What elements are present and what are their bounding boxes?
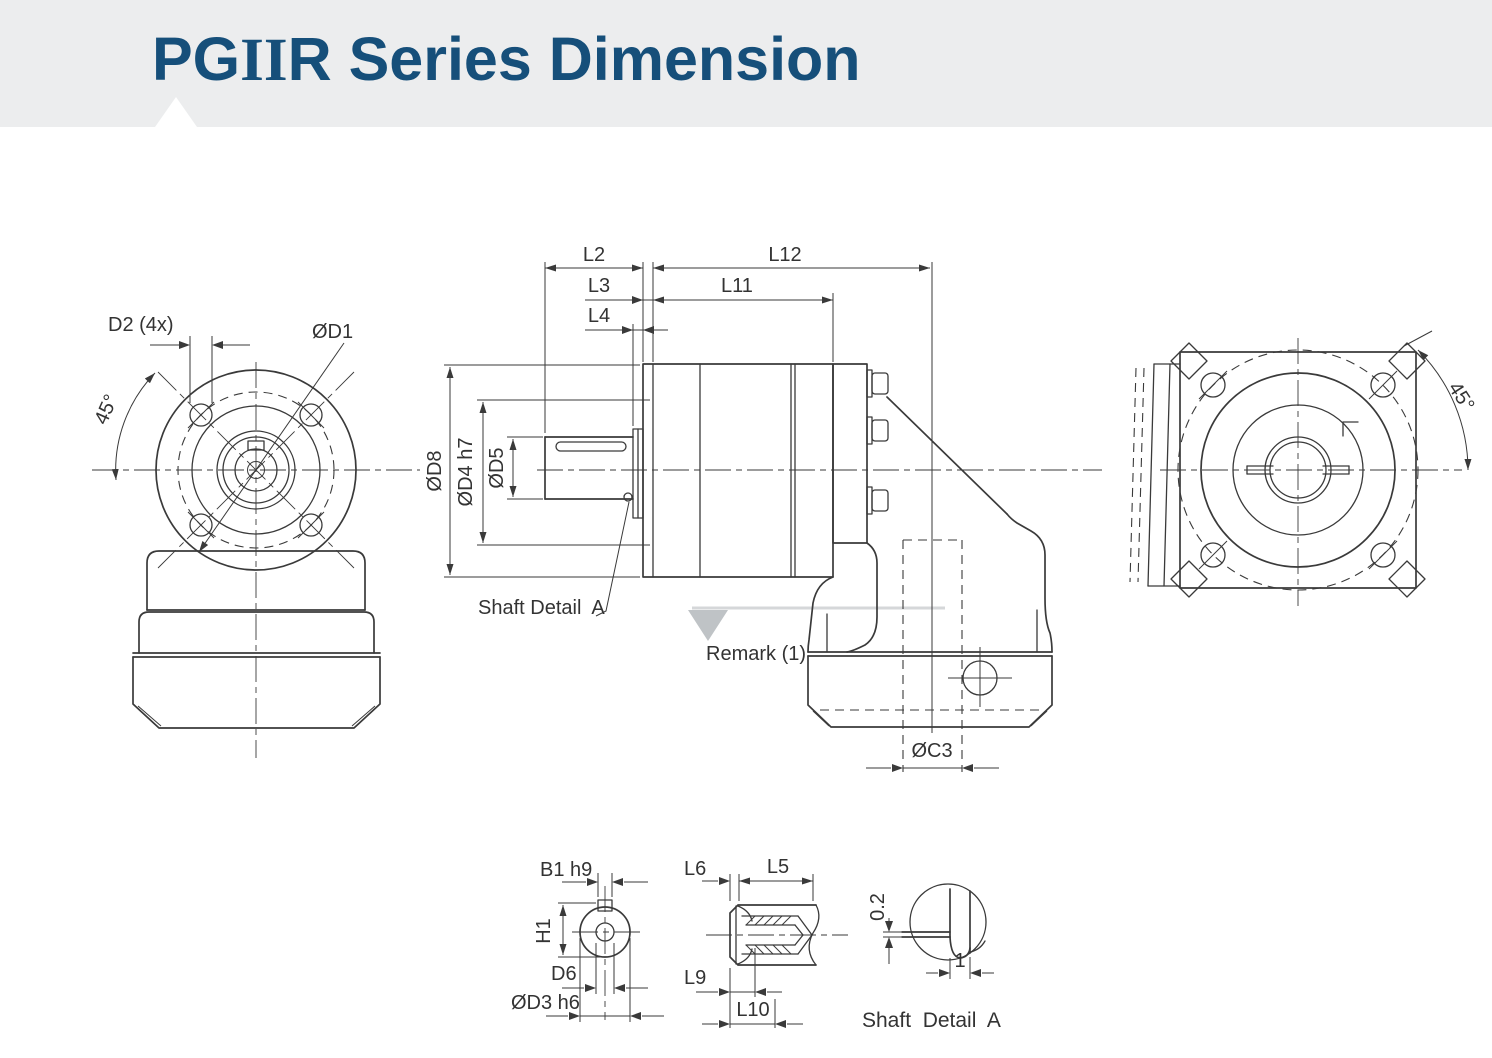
- label-d5: ØD5: [486, 447, 508, 488]
- dim-b1: B1 h9: [540, 859, 648, 897]
- label-width: 1: [954, 950, 965, 972]
- shaft-detail-a: 0.2 1 Shaft Detail A: [862, 883, 1001, 1032]
- rear-view-key-slot: [1246, 421, 1359, 475]
- header-band-notch: [155, 97, 197, 127]
- label-d6: D6: [551, 963, 577, 985]
- side-view-bolts: [866, 369, 889, 515]
- header-band: [0, 0, 1492, 127]
- label-d2: D2 (4x): [108, 314, 174, 336]
- label-depth: 0.2: [867, 893, 889, 921]
- dim-l2: L2: [544, 244, 644, 433]
- front-view: D2 (4x) ØD1 45°: [90, 314, 420, 758]
- shaft-end-detail: L6 L5 L9: [684, 856, 848, 1028]
- dim-l9: L9: [684, 948, 782, 1028]
- rear-view-bolt-holes: [1198, 370, 1398, 570]
- label-d4: ØD4 h7: [455, 438, 477, 507]
- watermark-arrow: [688, 606, 945, 641]
- dim-l3: L3: [585, 275, 653, 304]
- dim-d1: ØD1: [198, 321, 353, 553]
- dim-d6: D6: [551, 943, 648, 994]
- dim-depth: 0.2: [867, 893, 902, 964]
- title-ii: II: [240, 27, 288, 94]
- title-rest: R Series Dimension: [287, 25, 861, 93]
- title-pg: PG: [152, 25, 241, 93]
- label-shaft-detail-ref: Shaft Detail A: [478, 597, 605, 619]
- dim-d4: ØD4 h7: [455, 399, 650, 546]
- label-l6: L6: [684, 858, 706, 880]
- tapped-bore: [737, 905, 813, 965]
- dim-angle-front: 45°: [90, 372, 156, 481]
- label-l3: L3: [588, 275, 610, 297]
- label-l12: L12: [768, 244, 801, 266]
- label-angle-front: 45°: [90, 391, 122, 428]
- dim-d5: ØD5: [486, 436, 543, 500]
- dim-d3: ØD3 h6: [511, 938, 664, 1022]
- shaft-cross-section-detail: B1 h9 H1 D6: [511, 859, 664, 1022]
- side-view-housing: [642, 262, 1053, 772]
- label-detail-a-caption: Shaft Detail A: [862, 1009, 1001, 1032]
- thread-hatching: [745, 915, 792, 955]
- dim-d2: D2 (4x): [108, 314, 250, 403]
- side-view: L2 L12 L3 L11 L4: [424, 244, 1102, 772]
- label-l2: L2: [583, 244, 605, 266]
- label-h1: H1: [533, 918, 555, 944]
- dim-l12: L12: [652, 244, 930, 362]
- dim-l10: L10: [702, 999, 803, 1028]
- dim-l5: L5: [739, 856, 814, 901]
- label-d3: ØD3 h6: [511, 992, 580, 1014]
- front-view-bolt-holes: [187, 401, 325, 539]
- page-title: PGIIR Series Dimension: [152, 24, 861, 96]
- label-d1: ØD1: [312, 321, 353, 343]
- front-view-housing: [132, 550, 381, 729]
- dim-h1: H1: [533, 902, 604, 958]
- label-l4: L4: [588, 305, 610, 327]
- label-d8: ØD8: [424, 450, 446, 491]
- label-l5: L5: [767, 856, 789, 878]
- side-view-shaft: [544, 428, 644, 519]
- dim-l4: L4: [585, 305, 668, 426]
- label-b1: B1 h9: [540, 859, 592, 881]
- label-angle-rear: 45°: [1444, 378, 1479, 415]
- dim-width: 1: [926, 950, 994, 979]
- label-l9: L9: [684, 967, 706, 989]
- dim-l6: L6: [684, 858, 740, 901]
- label-remark: Remark (1): [706, 643, 806, 665]
- dim-c3: ØC3: [866, 740, 999, 772]
- label-l10: L10: [736, 999, 769, 1021]
- label-l11: L11: [721, 275, 753, 297]
- rear-view-adapter: [1129, 363, 1181, 587]
- rear-view: 45°: [1129, 330, 1479, 606]
- shaft-detail-ref: Shaft Detail A: [478, 501, 630, 619]
- dim-l11: L11: [653, 275, 834, 362]
- dim-d8: ØD8: [424, 364, 640, 578]
- label-c3: ØC3: [911, 740, 952, 762]
